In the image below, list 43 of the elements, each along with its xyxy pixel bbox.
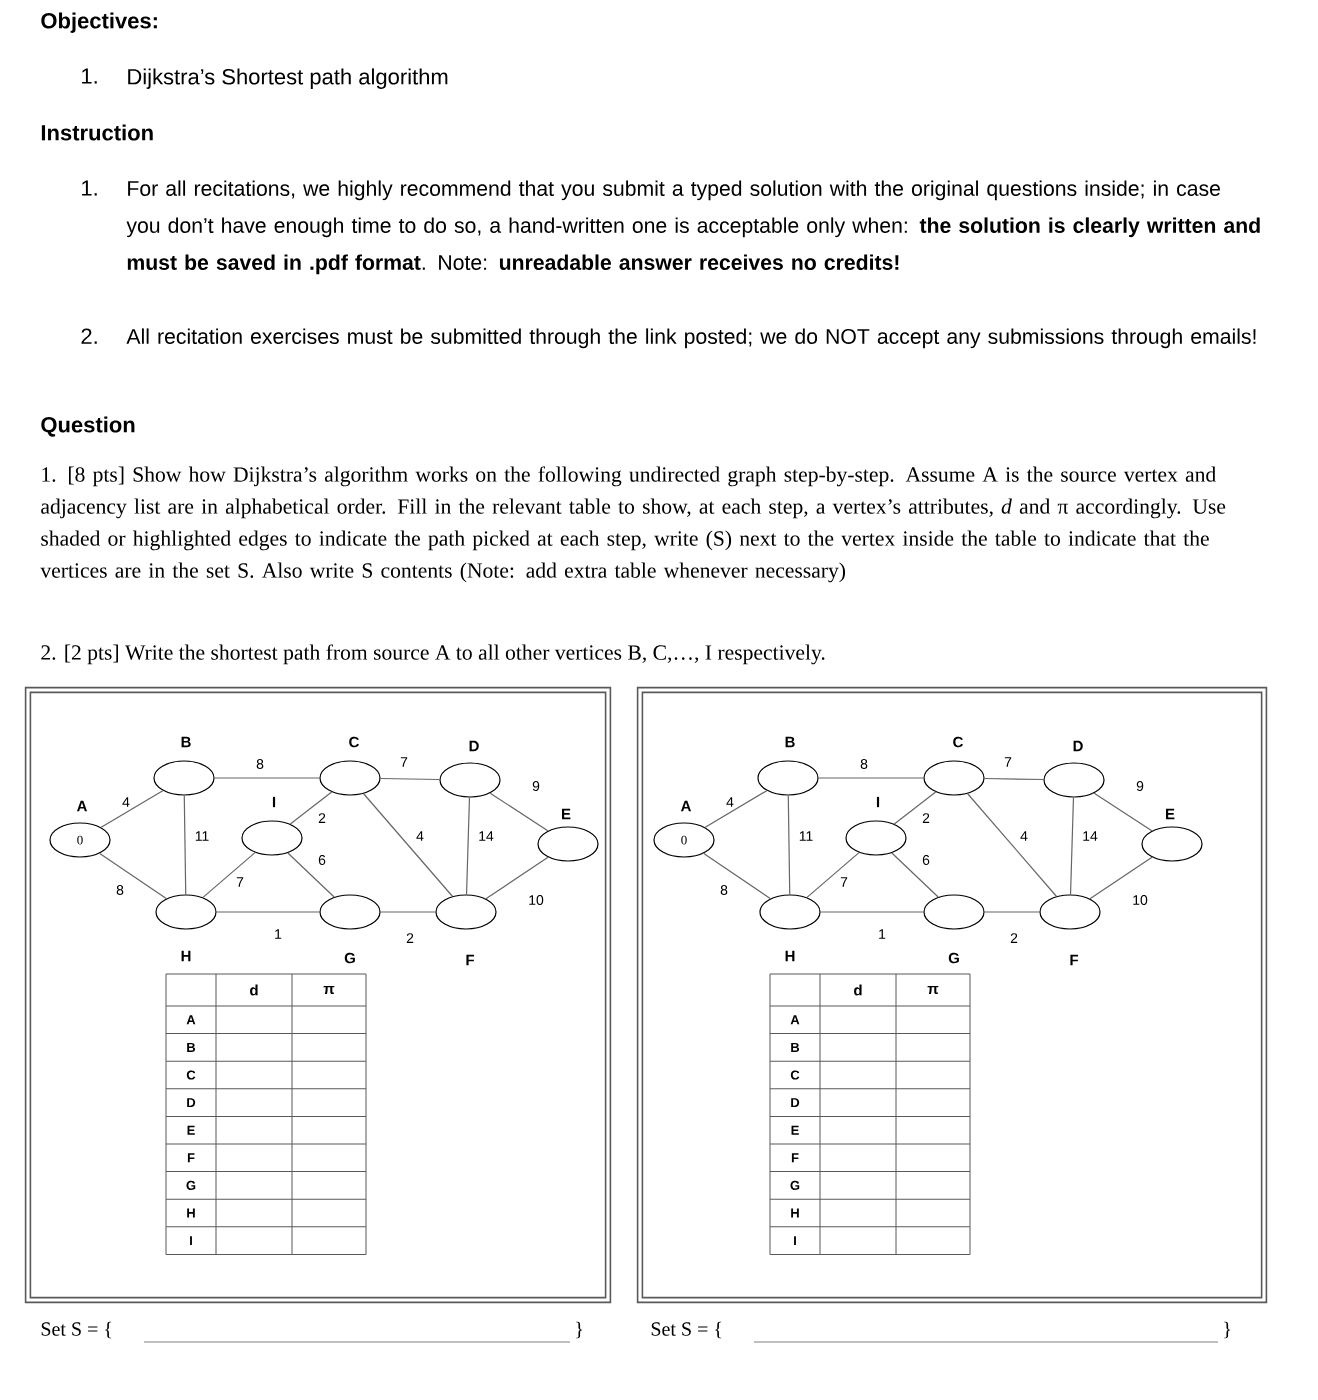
graph-edge [489, 792, 549, 832]
heading: Question [41, 416, 135, 437]
graph-edge [984, 911, 1040, 913]
set-label: Set S = { [651, 1321, 722, 1339]
graph-edge [703, 852, 771, 900]
graph-edge [100, 790, 164, 828]
graph-edge [214, 777, 320, 779]
list-number: 2. [81, 328, 97, 344]
graph-edge [1089, 856, 1153, 900]
heading: Instruction [41, 124, 153, 141]
set-label: } [576, 1321, 583, 1339]
graph-edge [818, 777, 924, 779]
paragraph: 1. [8 pts] Show how Dijkstra’s algorithm works on the following undirected graph step-by-step. Assume A is the source vertex and adjacency list are in alphabetical order. Fill in the relevant table to show, at each step, a vertex’s attributes, d and π accordingly. Use shaded or highlighted edges to indicate the path picked at each step, write (S) next to the vertex inside the table to indicate that the vertices are in the set S. Also write S contents (Note: add extra table whenever necessary) [40, 466, 1226, 583]
heading: Objectives: [41, 12, 157, 33]
graph-edge [1069, 797, 1075, 895]
graph-edge [216, 911, 320, 913]
graph-edge [363, 793, 453, 897]
graph-edge [704, 790, 768, 828]
graph-edge [984, 777, 1045, 781]
list-number: 1. [82, 68, 97, 84]
graph-edge [485, 856, 549, 900]
graph-edge [967, 793, 1057, 897]
graph-edge [1093, 792, 1153, 832]
graph-edge [787, 795, 791, 895]
graph-edge [99, 852, 167, 900]
graph-edge [891, 852, 939, 898]
paragraph: For all recitations, we highly recommend that you submit a typed solution with the original questions inside; in case you don’t have enough time to do so, a hand-written one is acceptable only when: the solution is clearly written and must be saved in .pdf format. Note: unreadable answer receives no credits! [126, 180, 1260, 275]
paragraph: All recitation exercises must be submitted through the link posted; we do NOT accept any submissions through emails! [126, 328, 1256, 349]
graph-edge [465, 797, 471, 895]
graph-edge [183, 795, 187, 895]
graph-edge [380, 777, 441, 781]
graph-edge [202, 852, 256, 898]
graph-edge [893, 791, 937, 825]
set-label: Set S = { [41, 1321, 112, 1339]
graph-edge [806, 852, 860, 898]
list-number: 1. [82, 180, 97, 196]
list-item: Dijkstra’s Shortest path algorithm [128, 68, 448, 89]
graph-edge [820, 911, 924, 913]
graph-edge [287, 852, 335, 898]
paragraph: 2. [2 pts] Write the shortest path from source A to all other vertices B, C,…, I respectively. [41, 644, 825, 665]
graph-edge [380, 911, 436, 913]
graph-edge [289, 791, 333, 825]
set-label: } [1224, 1321, 1231, 1339]
